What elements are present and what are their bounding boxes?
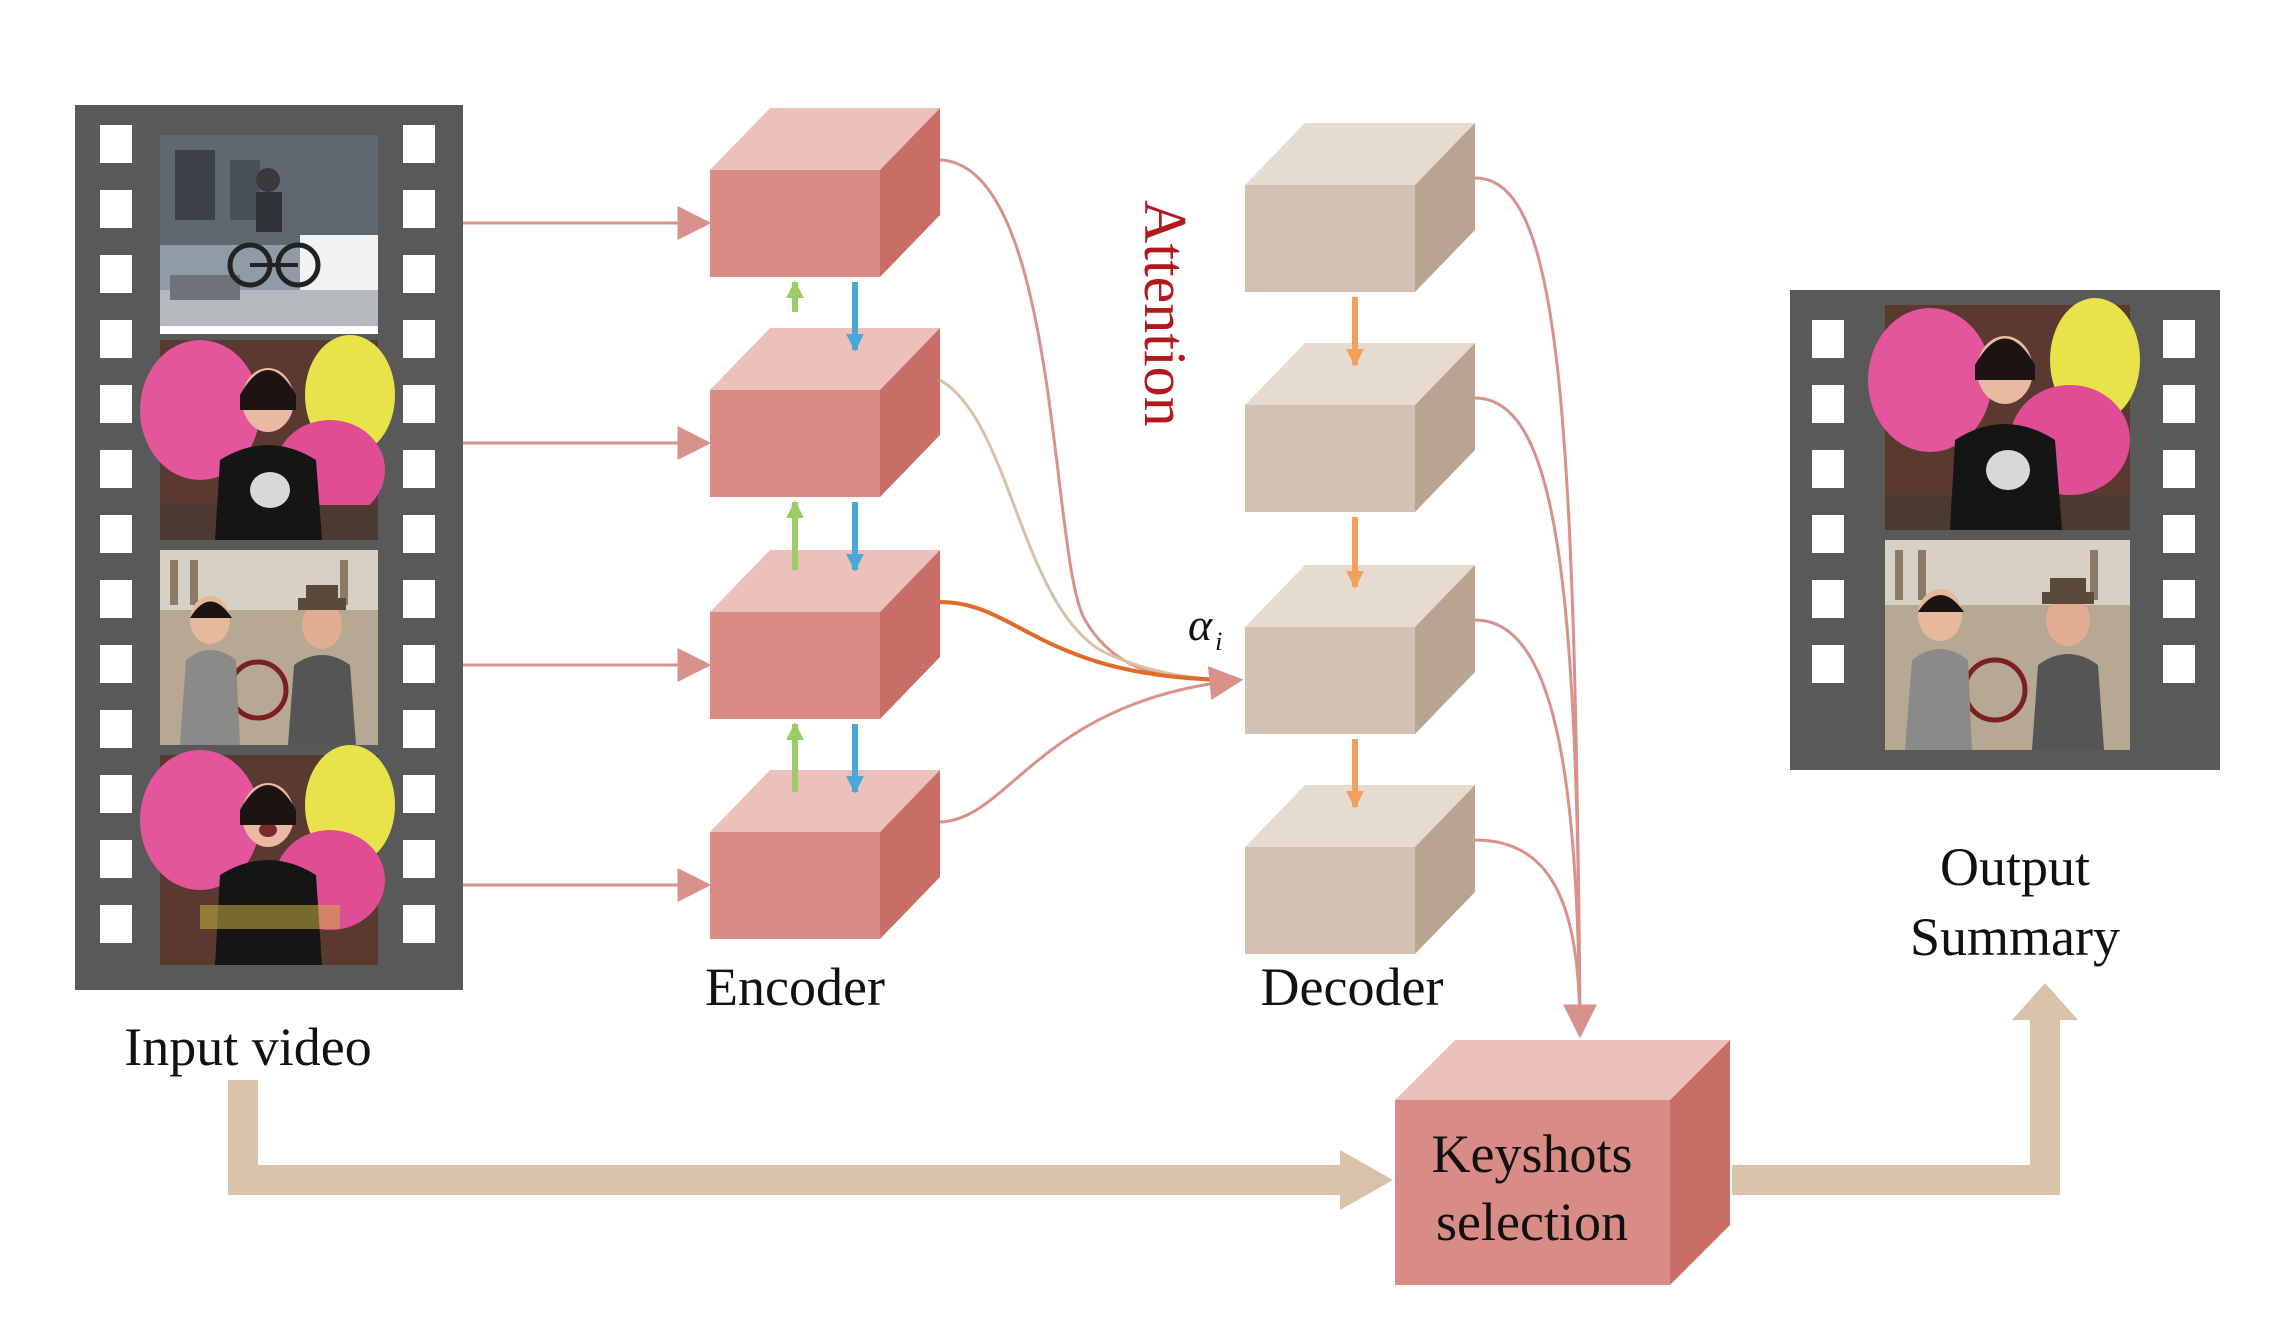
keyshots-label-line1: Keyshots xyxy=(1432,1124,1633,1184)
encoder-stack xyxy=(710,108,940,939)
encoder-block-4 xyxy=(710,770,940,939)
attention-curves xyxy=(939,158,1244,824)
output-film-holes xyxy=(1812,320,2195,683)
decoder-block-3 xyxy=(1245,565,1475,734)
encoder-bidirectional-arrows xyxy=(786,280,864,794)
output-filmstrip xyxy=(1790,290,2220,770)
input-frame-host-woman xyxy=(140,335,395,540)
tan-flow-arrows xyxy=(228,983,2078,1210)
keyshots-selection-block xyxy=(1395,1040,1730,1285)
decoder-stack xyxy=(1245,123,1475,954)
input-filmstrip xyxy=(75,105,463,990)
output-frame-two-presenters xyxy=(1885,540,2130,750)
encoder-block-3 xyxy=(710,550,940,719)
decoder-block-1 xyxy=(1245,123,1475,292)
alpha-symbol: α xyxy=(1188,599,1213,650)
encoder-block-1 xyxy=(710,108,940,277)
attention-label: Attention xyxy=(1132,200,1198,427)
output-label-line2: Summary xyxy=(1910,907,2120,967)
decoder-to-keyshots-curves xyxy=(1474,176,1597,1039)
input-video-label: Input video xyxy=(124,1017,371,1077)
input-frame-host-woman-speaking xyxy=(140,745,395,965)
input-to-encoder-arrows xyxy=(463,206,712,902)
output-frame-host-woman xyxy=(1868,298,2140,530)
keyshots-to-output-arrow xyxy=(1732,983,2078,1195)
decoder-block-4 xyxy=(1245,785,1475,954)
input-film-holes xyxy=(100,125,435,943)
alpha-subscript: i xyxy=(1215,627,1222,656)
decoder-label: Decoder xyxy=(1261,957,1444,1017)
attention-curve-4 xyxy=(939,666,1244,824)
decoder-block-2 xyxy=(1245,343,1475,512)
keyshots-label-line2: selection xyxy=(1436,1192,1628,1252)
encoder-block-2 xyxy=(710,328,940,497)
input-frame-bmx xyxy=(160,135,378,334)
encoder-label: Encoder xyxy=(705,957,885,1017)
attention-curve-3-highlight xyxy=(939,600,1241,682)
input-frame-two-presenters xyxy=(160,550,378,745)
input-to-keyshots-arrow xyxy=(228,1080,1393,1210)
output-label-line1: Output xyxy=(1940,837,2090,897)
